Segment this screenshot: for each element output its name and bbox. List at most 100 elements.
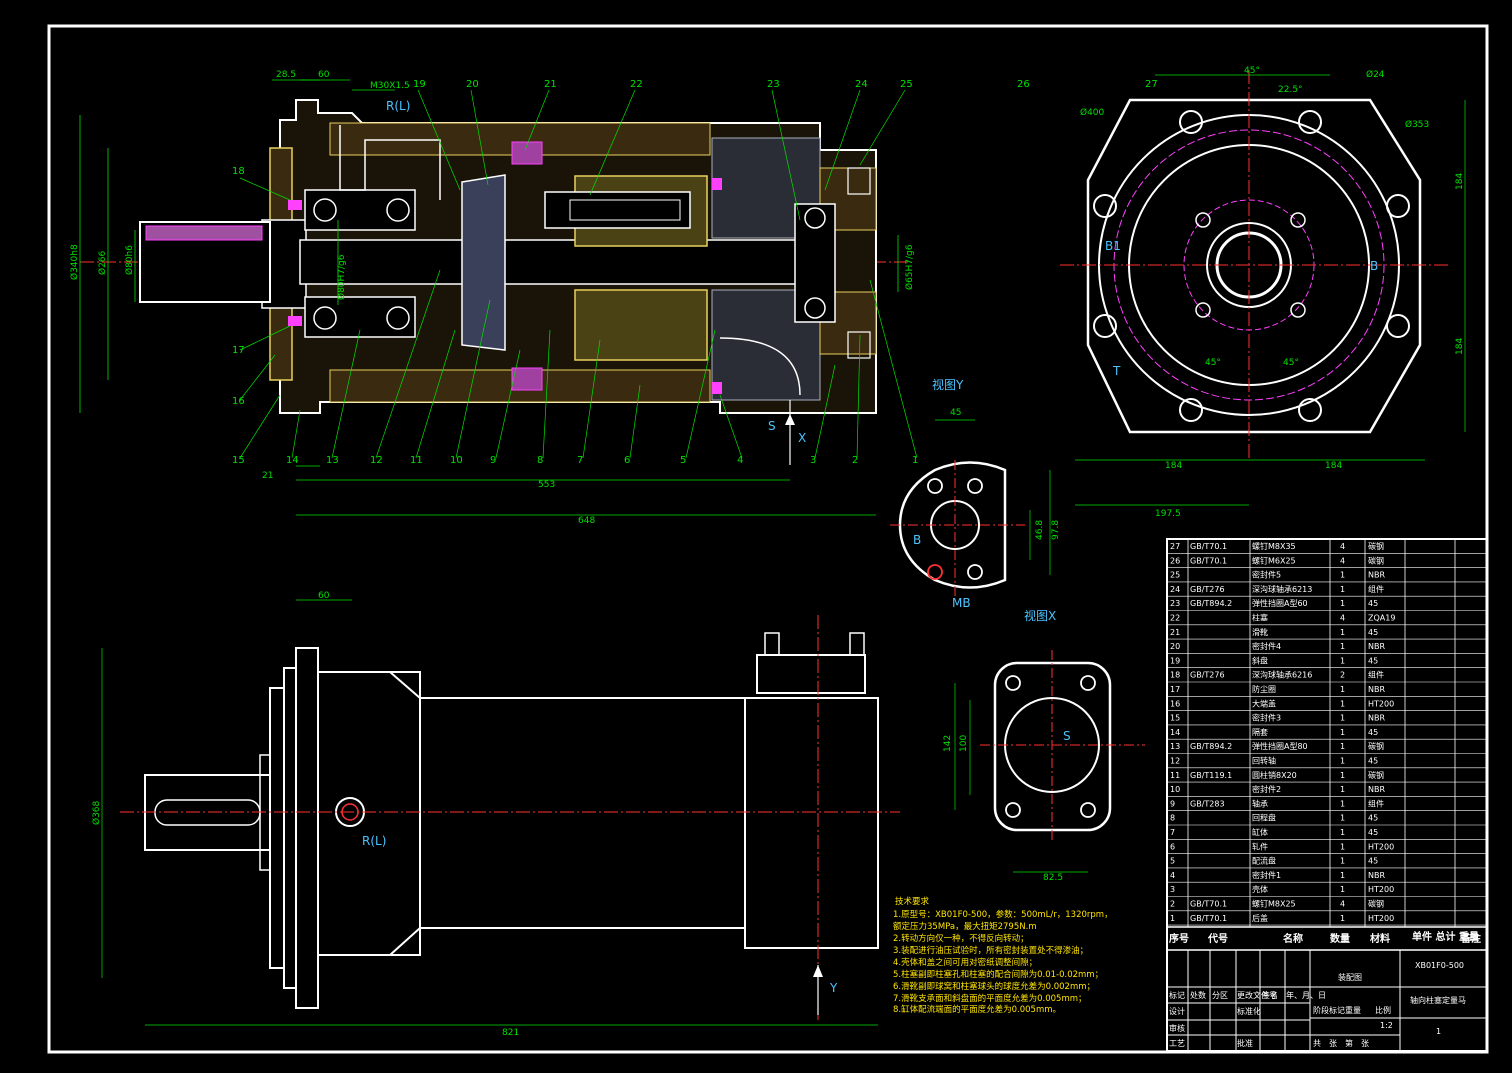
header-no: 序号 xyxy=(1169,932,1189,945)
row-no: 6 xyxy=(1170,842,1175,851)
row-name: 密封件5 xyxy=(1252,570,1281,580)
row-name: 螺钉M8X25 xyxy=(1252,899,1296,909)
row-code: GB/T276 xyxy=(1190,585,1225,594)
part-no-18: 18 xyxy=(232,166,245,177)
dim-d400: Ø400 xyxy=(1080,107,1105,118)
row-qty: 1 xyxy=(1340,799,1345,808)
section-view: 28.5 60 M30X1.5 R(L) Ø340h8 Ø266 Ø80h6 Ø… xyxy=(69,70,918,526)
row-no: 10 xyxy=(1170,785,1180,794)
row-material: 组件 xyxy=(1368,584,1384,594)
side-housing-front xyxy=(317,671,421,956)
arrow-head xyxy=(785,414,795,425)
row-code: GB/T894.2 xyxy=(1190,742,1232,751)
shaft-keyway xyxy=(145,225,263,241)
row-name: 壳体 xyxy=(1252,884,1268,894)
row-material: 45 xyxy=(1368,656,1378,665)
header-material: 材料 xyxy=(1370,932,1390,945)
row-code: GB/T119.1 xyxy=(1190,771,1232,780)
row-material: 碳钢 xyxy=(1368,770,1384,780)
dim-197-5: 197.5 xyxy=(1155,509,1181,519)
end-bolt-holes xyxy=(1093,110,1410,422)
row-name: 轧件 xyxy=(1252,841,1268,851)
side-dim-d368: Ø368 xyxy=(91,800,102,825)
dim-d65h7: Ø65H7/g6 xyxy=(904,244,915,290)
angle-45-right: 45° xyxy=(1283,358,1299,368)
note-line-8: 7.滑靴支承面和斜盘面的平面度允差为0.005mm； xyxy=(893,993,1087,1004)
row-qty: 1 xyxy=(1340,685,1345,694)
tb-process: 工艺 xyxy=(1169,1039,1185,1048)
row-no: 24 xyxy=(1170,585,1180,594)
tb-sign: 签名 xyxy=(1262,990,1278,1000)
row-qty: 1 xyxy=(1340,714,1345,723)
row-qty: 1 xyxy=(1340,871,1345,880)
main-shaft xyxy=(299,239,821,285)
note-line-5: 4.壳体和盖之间可用对密纸调整间隙； xyxy=(893,957,1037,968)
row-material: NBR xyxy=(1368,785,1385,794)
row-no: 23 xyxy=(1170,599,1180,608)
row-material: 45 xyxy=(1368,814,1378,823)
dim-184-bottom-right: 184 xyxy=(1325,461,1342,471)
row-code: GB/T70.1 xyxy=(1190,900,1227,909)
angle-45-left: 45° xyxy=(1205,358,1221,368)
dim-184-right-top: 184 xyxy=(1455,173,1465,190)
row-qty: 1 xyxy=(1340,628,1345,637)
side-view: 60 Ø368 821 R(L) Y xyxy=(91,591,900,1038)
row-material: ZQA19 xyxy=(1368,614,1395,623)
side-dim-821: 821 xyxy=(502,1028,519,1038)
view-y-dim-46-8: 46.8 xyxy=(1035,520,1045,540)
part-no-25: 25 xyxy=(900,79,913,90)
row-name: 螺钉M8X35 xyxy=(1252,541,1296,551)
row-qty: 1 xyxy=(1340,857,1345,866)
tb-date: 年、月、日 xyxy=(1286,990,1326,1000)
side-flange xyxy=(295,647,319,1009)
row-name: 回程盘 xyxy=(1252,813,1276,823)
row-name: 弹性挡圈A型80 xyxy=(1252,741,1308,751)
row-material: HT200 xyxy=(1368,885,1394,894)
side-housing-body xyxy=(419,697,746,929)
part-no-10: 10 xyxy=(450,455,463,466)
notes-title: 技术要求 xyxy=(895,896,930,907)
row-no: 25 xyxy=(1170,571,1180,580)
side-label-y: Y xyxy=(829,981,838,995)
part-no-26: 26 xyxy=(1017,79,1030,90)
view-y: 视图Y 45 46.8 97.8 B MB xyxy=(890,377,1061,610)
row-name: 缸体 xyxy=(1252,827,1268,837)
row-code: GB/T894.2 xyxy=(1190,599,1232,608)
tb-mark: 标记 xyxy=(1169,990,1185,1000)
piston-bore xyxy=(569,199,681,221)
header-remark: 备注 xyxy=(1460,932,1481,945)
title-block xyxy=(1167,950,1487,1051)
header-code: 代号 xyxy=(1207,932,1228,945)
row-name: 防尘圈 xyxy=(1252,684,1276,694)
front-bearings xyxy=(304,189,416,338)
dim-28-5: 28.5 xyxy=(276,70,296,80)
row-material: 45 xyxy=(1368,857,1378,866)
note-line-2: 额定压力35MPa，最大扭矩2795N.m xyxy=(893,921,1037,932)
side-port-block xyxy=(756,654,866,694)
note-line-7: 6.滑靴副即球窝和柱塞球头的球度允差为0.002mm； xyxy=(893,981,1095,992)
part-no-15: 15 xyxy=(232,455,245,466)
tb-weight: 重量 xyxy=(1345,1005,1361,1015)
row-qty: 4 xyxy=(1340,542,1345,551)
part-no-20: 20 xyxy=(466,79,479,90)
row-material: 45 xyxy=(1368,599,1378,608)
row-name: 密封件3 xyxy=(1252,713,1281,723)
cylinder-block-lower xyxy=(574,289,708,361)
tb-stage: 阶段标记 xyxy=(1313,1005,1345,1015)
row-no: 15 xyxy=(1170,714,1180,723)
side-rear-cover xyxy=(744,697,879,949)
row-no: 11 xyxy=(1170,771,1180,780)
row-no: 19 xyxy=(1170,656,1180,665)
seal-slipper-upper xyxy=(511,141,543,165)
row-no: 1 xyxy=(1170,914,1175,923)
